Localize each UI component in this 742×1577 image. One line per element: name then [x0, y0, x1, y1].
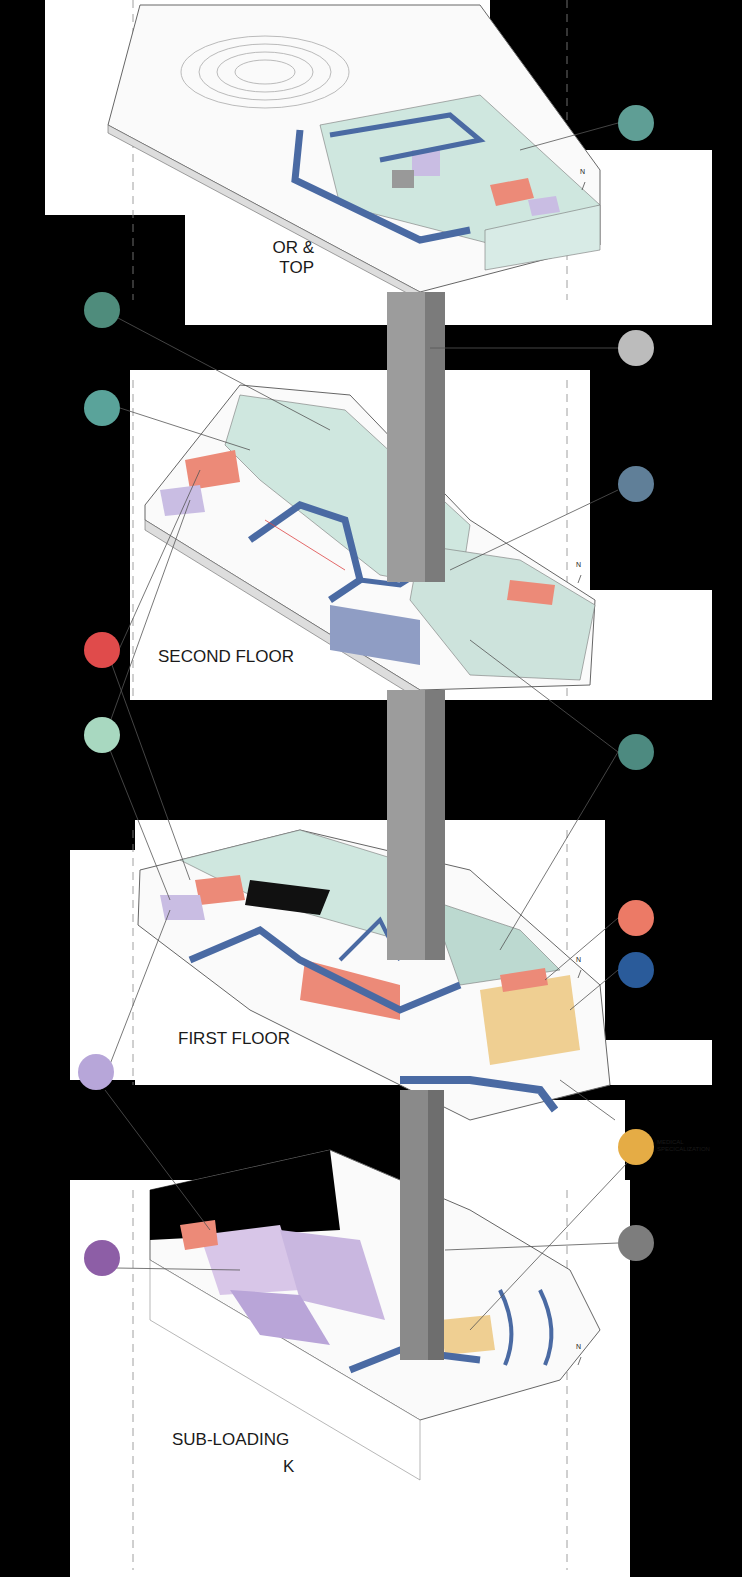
floor-label: SECOND FLOOR [158, 647, 328, 667]
white-ground [45, 0, 712, 1577]
legend-swatch [618, 1129, 654, 1165]
floor-label: K [283, 1457, 313, 1477]
north-mark: N [576, 956, 588, 964]
floor-label: OR & TOP [256, 238, 314, 277]
north-arrow [578, 182, 585, 1365]
floor-label: FIRST FLOOR [178, 1029, 328, 1049]
callout-circle [78, 105, 654, 1276]
north-mark: N [576, 561, 588, 569]
core-column [387, 292, 445, 1360]
north-mark: N [580, 168, 592, 176]
roof-plate [108, 5, 600, 300]
north-mark: N [576, 1343, 588, 1351]
second-floor-plate [145, 385, 595, 700]
leader-line [100, 123, 628, 1330]
sub-loading-plate [150, 1150, 600, 1480]
floor-label: SUB-LOADING [172, 1430, 332, 1450]
first-floor-plate [138, 830, 610, 1120]
legend-text: MEDICAL SPECICALIZATION [657, 1139, 719, 1153]
